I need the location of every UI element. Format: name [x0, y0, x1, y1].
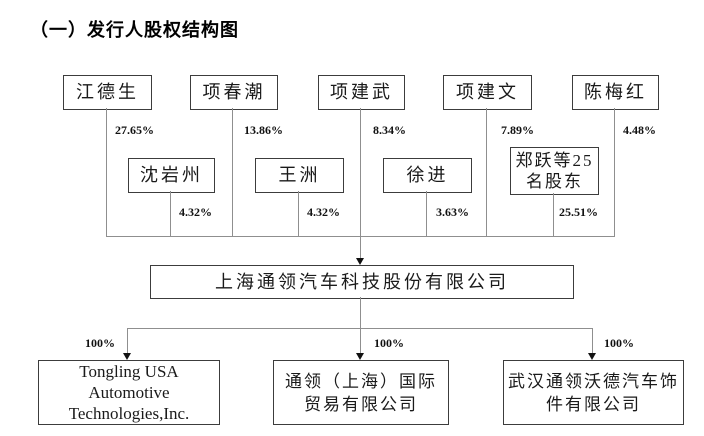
connector-line: [426, 191, 427, 236]
ownership-pct-row2-3: 3.63%: [436, 205, 469, 219]
shareholder-box-row2-2: 王洲: [255, 158, 344, 193]
connector-line: [614, 108, 615, 236]
connector-line: [127, 328, 128, 353]
ownership-pct-subsidiary-2: 100%: [374, 336, 404, 350]
shareholder-box-row1-3: 项建武: [318, 75, 405, 110]
section-title: （一）发行人股权结构图: [30, 20, 239, 40]
subsidiary-box-2: 通领（上海）国际 贸易有限公司: [273, 360, 449, 425]
shareholder-box-row1-1: 江德生: [63, 75, 152, 110]
connector-line: [170, 191, 171, 236]
subsidiary-box-3: 武汉通领沃德汽车饰 件有限公司: [503, 360, 684, 425]
subsidiary-box-1: Tongling USA Automotive Technologies,Inc…: [38, 360, 220, 425]
ownership-pct-row1-3: 8.34%: [373, 123, 406, 137]
shareholder-box-row1-2: 项春潮: [190, 75, 278, 110]
ownership-pct-row2-1: 4.32%: [179, 205, 212, 219]
arrow-down-icon: [356, 258, 364, 265]
issuer-company-box: 上海通领汽车科技股份有限公司: [150, 265, 574, 299]
shareholder-bus-line: [106, 236, 615, 237]
arrow-down-icon: [588, 353, 596, 360]
connector-line: [106, 108, 107, 236]
ownership-pct-row1-1: 27.65%: [115, 123, 154, 137]
arrow-down-icon: [123, 353, 131, 360]
ownership-pct-row1-5: 4.48%: [623, 123, 656, 137]
subsidiary-bus-line: [127, 328, 593, 329]
arrow-down-icon: [356, 353, 364, 360]
connector-line: [298, 191, 299, 236]
shareholder-box-row1-4: 项建文: [443, 75, 532, 110]
connector-line: [486, 108, 487, 236]
ownership-pct-row1-4: 7.89%: [501, 123, 534, 137]
connector-line: [232, 108, 233, 236]
ownership-pct-row1-2: 13.86%: [244, 123, 283, 137]
connector-line: [553, 193, 554, 236]
shareholder-box-row1-5: 陈梅红: [572, 75, 659, 110]
connector-line: [360, 297, 361, 353]
shareholder-box-row2-3: 徐进: [383, 158, 472, 193]
ownership-pct-subsidiary-1: 100%: [85, 336, 115, 350]
connector-line: [592, 328, 593, 353]
ownership-pct-row2-2: 4.32%: [307, 205, 340, 219]
shareholder-box-row2-4: 郑跃等25 名股东: [510, 147, 599, 195]
shareholder-box-row2-1: 沈岩州: [128, 158, 215, 193]
connector-line: [360, 108, 361, 258]
ownership-pct-row2-4: 25.51%: [559, 205, 598, 219]
ownership-pct-subsidiary-3: 100%: [604, 336, 634, 350]
